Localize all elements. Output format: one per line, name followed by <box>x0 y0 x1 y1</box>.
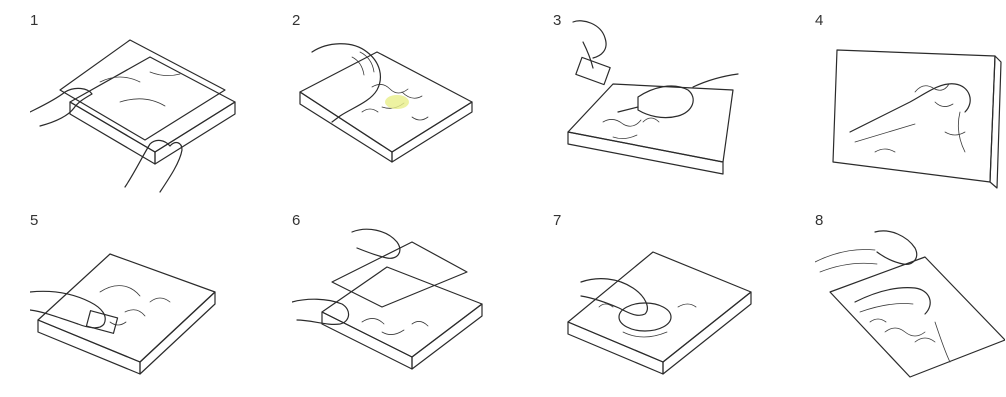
step-8: 8 <box>815 212 1006 397</box>
step-7: 7 <box>553 212 793 397</box>
step-1: 1 <box>30 12 270 197</box>
paper-on-block-icon <box>30 12 270 197</box>
chisel-and-mallet-icon <box>553 12 793 197</box>
inking-block-icon <box>30 212 270 382</box>
transfer-design-icon <box>292 12 532 197</box>
step-6: 6 <box>292 212 532 397</box>
carved-block-icon <box>815 12 1005 197</box>
lay-paper-icon <box>292 212 532 382</box>
step-2: 2 <box>292 12 532 197</box>
step-3: 3 <box>553 12 793 197</box>
peel-print-icon <box>815 212 1005 382</box>
baren-rubbing-icon <box>553 212 793 382</box>
step-4: 4 <box>815 12 1006 197</box>
step-5: 5 <box>30 212 270 397</box>
woodblock-printing-steps: 1 2 3 <box>0 0 1006 383</box>
